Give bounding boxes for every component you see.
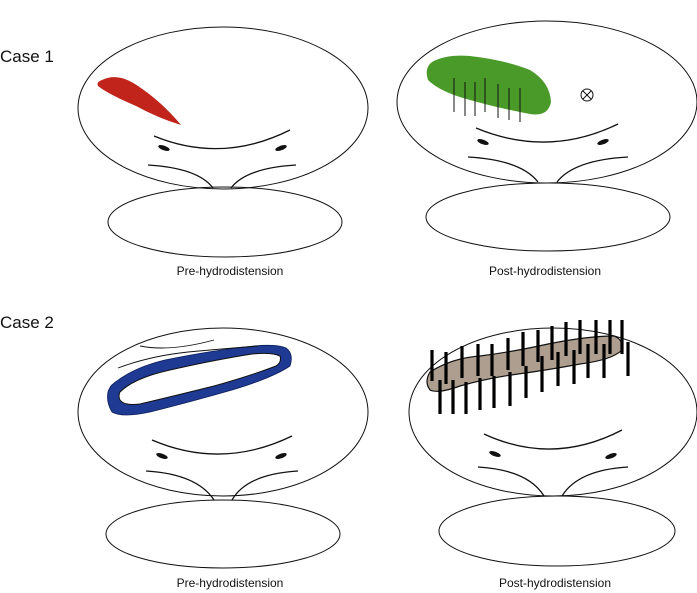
red-lesion — [97, 77, 181, 125]
base-ellipse — [107, 186, 343, 258]
white-scar-region — [118, 352, 281, 405]
ureteric-orifice-right — [275, 453, 287, 459]
bladder-outline — [77, 26, 369, 190]
case-2-label: Case 2 — [0, 313, 54, 332]
scar-wrinkle-line — [117, 345, 259, 369]
bladder-neck-right — [556, 156, 629, 183]
scar-top-line — [139, 339, 215, 349]
petechiae-lines — [430, 320, 630, 414]
ureteric-orifice-left — [156, 453, 168, 459]
bladder-neck-left — [477, 466, 545, 497]
base-ellipse — [105, 499, 341, 569]
case-2-post-panel — [408, 320, 697, 567]
bladder-neck-right — [561, 466, 629, 497]
trigone-arc — [483, 429, 623, 450]
petechiae-lines — [453, 78, 521, 122]
bladder-neck-left — [145, 470, 215, 501]
bladder-neck-left — [467, 156, 539, 183]
case-2-pre-caption: Pre-hydrodistension — [176, 576, 284, 590]
trigone-arc — [151, 435, 293, 455]
case-2-post-caption: Post-hydrodistension — [498, 576, 612, 590]
base-ellipse — [425, 182, 671, 252]
trigone-arc — [475, 123, 619, 143]
bladder-neck-right — [230, 164, 297, 189]
bladder-outline — [77, 327, 369, 497]
ureteric-orifice-right — [597, 139, 609, 145]
bladder-neck-right — [231, 470, 299, 501]
case-1-label: Case 1 — [0, 47, 54, 66]
ureteric-orifice-left — [477, 139, 489, 145]
brown-lesion — [426, 335, 623, 392]
case-1-pre-panel — [77, 26, 369, 258]
base-ellipse — [438, 495, 676, 567]
bladder-neck-left — [147, 164, 214, 189]
case-1-post-caption: Post-hydrodistension — [488, 264, 602, 278]
ureteric-orifice-left — [158, 145, 170, 151]
ureteric-orifice-left — [489, 451, 501, 457]
green-lesion — [426, 55, 551, 115]
case-2-pre-panel — [77, 327, 369, 569]
ureteric-orifice-right — [275, 145, 287, 151]
case-1-post-panel — [396, 20, 697, 252]
trigone-arc — [153, 129, 291, 150]
case-1-pre-caption: Pre-hydrodistension — [176, 264, 284, 278]
ureteric-orifice-right — [605, 453, 617, 459]
circled-cross-icon — [580, 88, 594, 102]
